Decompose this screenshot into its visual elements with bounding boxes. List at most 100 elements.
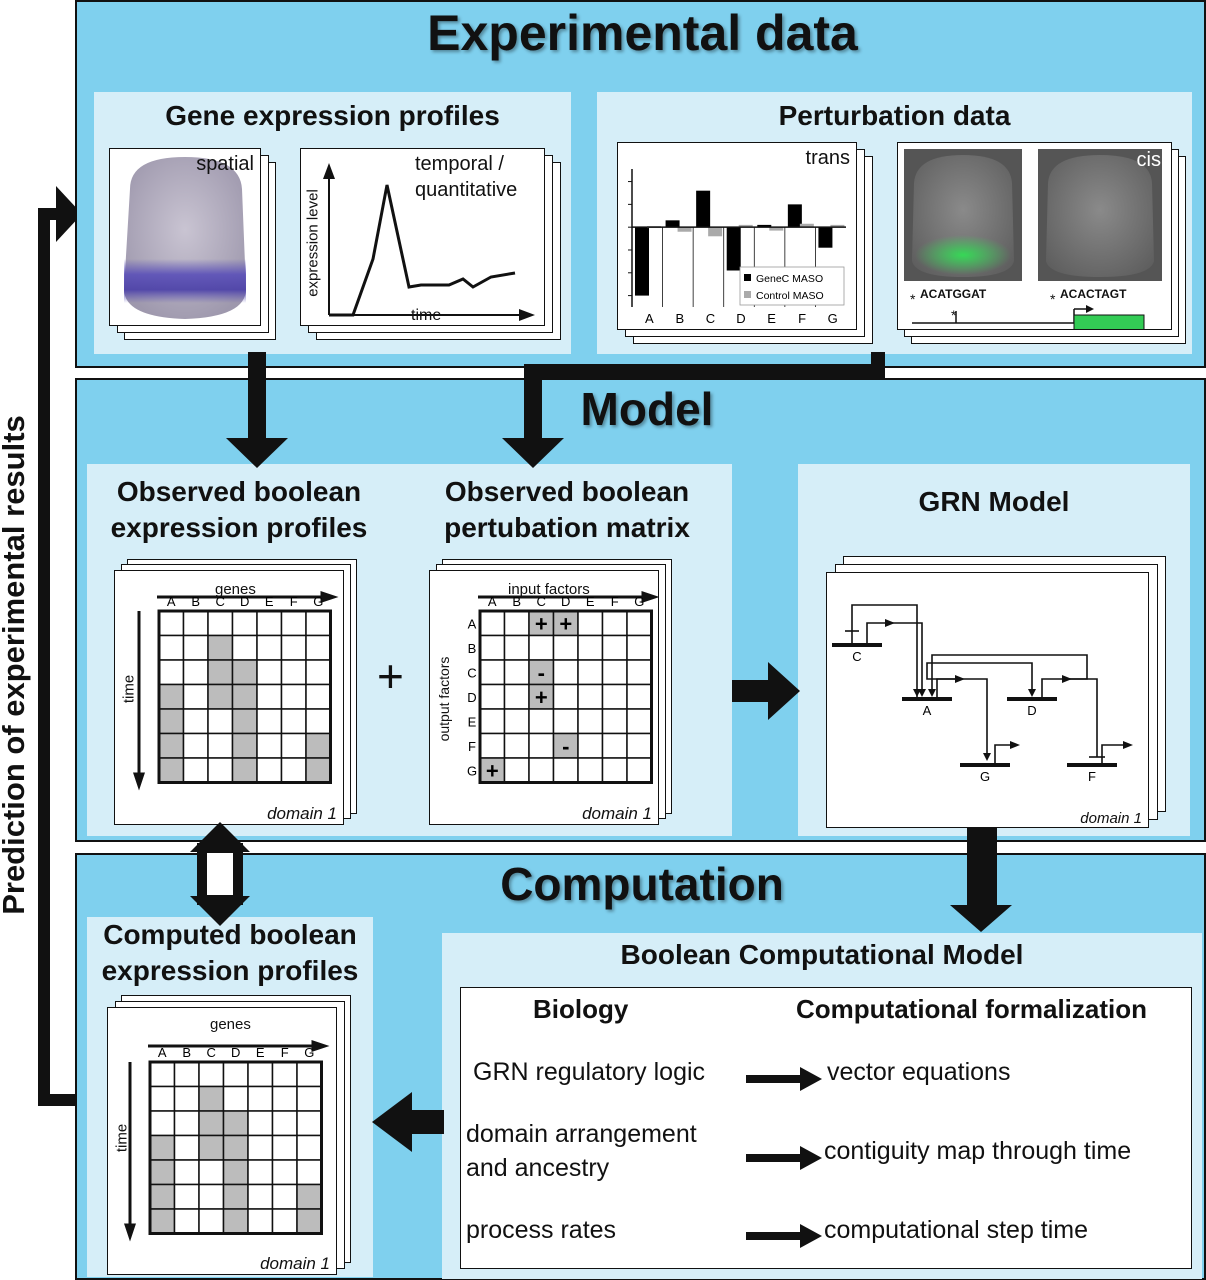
grn-gene-a: A [923, 703, 932, 718]
matrix-cell [231, 683, 258, 710]
matrix-cell [479, 659, 506, 686]
input-factors-label: input factors [508, 581, 590, 598]
matrix-sign: + [535, 611, 548, 636]
domain-label: domain 1 [267, 804, 337, 823]
matrix-border [157, 609, 332, 784]
matrix-cell [296, 1061, 323, 1088]
matrix-cell [158, 708, 185, 735]
matrix-cell [173, 1061, 200, 1088]
matrix-cell [280, 659, 307, 686]
legend-swatch-1 [744, 274, 751, 281]
column-letter: G [313, 594, 323, 609]
row-2-biology-line-2: and ancestry [466, 1154, 610, 1182]
matrix-cell [305, 659, 332, 686]
matrix-cell [198, 1085, 225, 1112]
matrix-cell [577, 683, 604, 710]
bcm-panel: Boolean Computational Model Biology Comp… [442, 933, 1202, 1279]
matrix-cell [271, 1134, 298, 1161]
column-letter: E [256, 1045, 265, 1060]
matrix-cell [182, 757, 209, 784]
matrix-cell [577, 757, 604, 784]
grn-gene-d: D [1027, 703, 1036, 718]
time-label: time [113, 1123, 131, 1153]
matrix-cell [280, 610, 307, 637]
chart-bar [818, 227, 833, 248]
chart-bar [787, 204, 802, 228]
column-letter: D [240, 594, 249, 609]
matrix-cell [222, 1085, 249, 1112]
chart-bar [830, 224, 845, 228]
temporal-label-1: temporal / [415, 153, 504, 175]
chart-bar [726, 227, 741, 271]
matrix-cell [182, 610, 209, 637]
matrix-cell [601, 683, 628, 710]
matrix-cell [158, 659, 185, 686]
matrix-cell [222, 1134, 249, 1161]
matrix-cell [182, 659, 209, 686]
row-1-formal: vector equations [827, 1058, 1011, 1086]
matrix-cell [305, 634, 332, 661]
matrix-cell [528, 634, 555, 661]
chart-category-label: E [767, 311, 776, 326]
section-title-experimental: Experimental data [427, 5, 858, 61]
matrix-cell [296, 1110, 323, 1137]
matrix-cell [231, 610, 258, 637]
matrix-cell [247, 1061, 274, 1088]
chart-bar [677, 227, 692, 232]
matrix-sign: - [562, 734, 569, 759]
matrix-cell [182, 708, 209, 735]
section-title-model: Model [580, 383, 714, 435]
matrix-cell [222, 1159, 249, 1186]
matrix-cell [231, 757, 258, 784]
matrix-cell [247, 1134, 274, 1161]
bcm-table: Biology Computational formalization GRN … [460, 987, 1192, 1269]
matrix-cell [577, 610, 604, 637]
row-letter: E [468, 714, 477, 729]
matrix-cell [626, 610, 653, 637]
matrix-cell [552, 708, 579, 735]
y-axis-label: expression level [304, 189, 322, 297]
matrix-cell [503, 659, 530, 686]
row-3-arrow [746, 1224, 822, 1248]
matrix-cell [149, 1085, 176, 1112]
matrix-cell [149, 1061, 176, 1088]
matrix-cell [231, 659, 258, 686]
matrix-cell [271, 1085, 298, 1112]
grn-gene-c: C [852, 649, 861, 664]
matrix-cell [601, 634, 628, 661]
matrix-cell [601, 732, 628, 759]
grn-gene-f: F [1088, 769, 1096, 784]
row-letter: F [468, 739, 476, 754]
matrix-cell [503, 683, 530, 710]
bcm-title: Boolean Computational Model [620, 939, 1024, 970]
perturbation-title: Perturbation data [778, 100, 1011, 131]
matrix-cell [198, 1159, 225, 1186]
matrix-cell [247, 1085, 274, 1112]
matrix-cell [601, 757, 628, 784]
chart-legend-box [739, 266, 845, 306]
matrix-cell [280, 708, 307, 735]
matrix-cell [271, 1208, 298, 1235]
spatial-image-card: spatial [109, 148, 261, 326]
matrix-cell [247, 1110, 274, 1137]
legend-label-1: GeneC MASO [756, 273, 823, 285]
matrix-cell [207, 634, 234, 661]
spatial-label: spatial [196, 153, 254, 175]
matrix-cell [158, 757, 185, 784]
chart-bar [757, 224, 772, 228]
chart-bar [738, 224, 753, 228]
matrix-cell [577, 634, 604, 661]
axis-arrowhead [311, 1040, 330, 1052]
grn-title: GRN Model [918, 486, 1070, 517]
matrix-cell [231, 708, 258, 735]
matrix-cell [256, 610, 283, 637]
row-2-formal: contiguity map through time [824, 1137, 1132, 1165]
model-section: Model Observed boolean expression profil… [75, 378, 1206, 842]
computed-title: Computed boolean expression profiles [101, 919, 359, 987]
matrix-cell [198, 1134, 225, 1161]
matrix-cell [280, 683, 307, 710]
